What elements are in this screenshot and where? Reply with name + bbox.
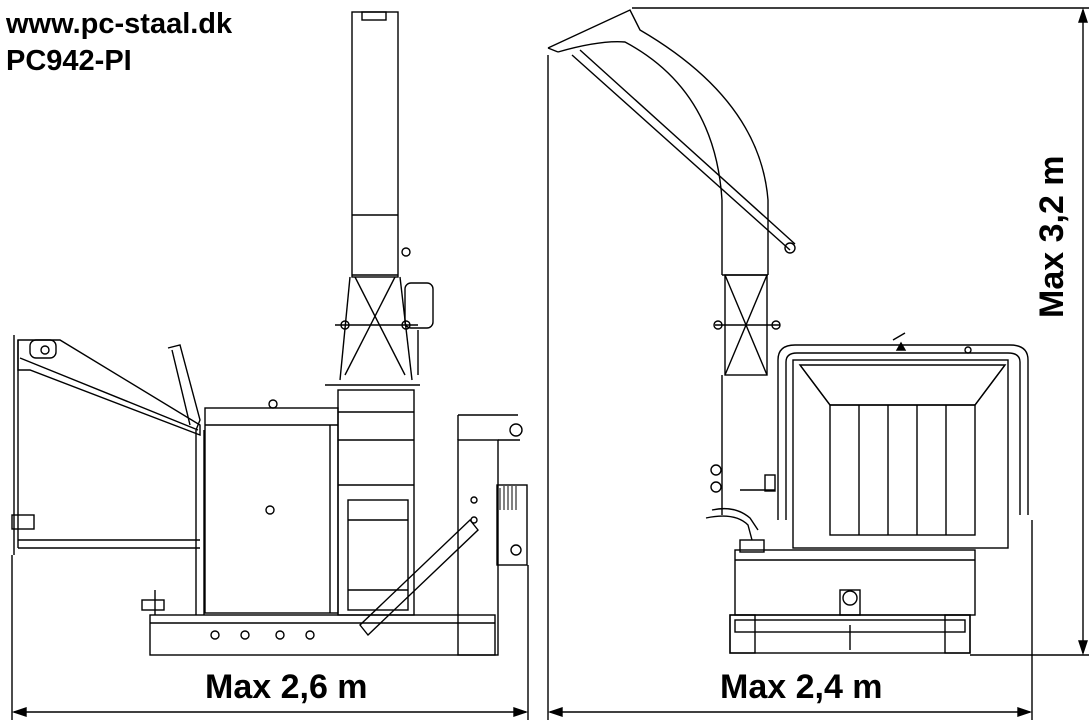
model-name: PC942-PI — [6, 45, 132, 77]
rear-view-drawing — [547, 7, 1089, 720]
width-label-side-view: Max 2,6 m — [205, 668, 368, 706]
width-label-rear-view: Max 2,4 m — [720, 668, 883, 706]
side-view-drawing — [11, 11, 529, 720]
website-url: www.pc-staal.dk — [6, 8, 233, 40]
